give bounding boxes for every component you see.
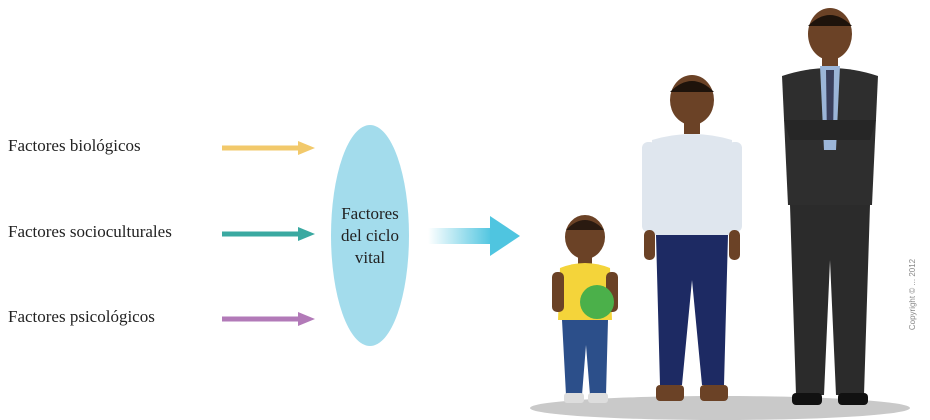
arrow-psychological: [222, 312, 315, 326]
life-stages-illustration: [530, 8, 910, 420]
factor-label-sociocultural: Factores socioculturales: [8, 222, 172, 241]
ellipse-line-1: Factores: [341, 203, 399, 223]
life-cycle-factors-ellipse: Factores del ciclo vital: [331, 125, 409, 346]
copyright-credit: Copyright © ... 2012: [907, 258, 917, 331]
arrow-biological: [222, 141, 315, 155]
teen-figure: [642, 75, 742, 401]
arrow-sociocultural: [222, 227, 315, 241]
result-arrow: [428, 216, 520, 256]
factor-label-psychological: Factores psicológicos: [8, 307, 155, 326]
toddler-figure: [552, 215, 618, 403]
ellipse-line-2: del ciclo: [340, 225, 400, 245]
factor-label-biological: Factores biológicos: [8, 136, 141, 155]
adult-figure: [782, 8, 878, 405]
ellipse-line-3: vital: [354, 247, 386, 267]
